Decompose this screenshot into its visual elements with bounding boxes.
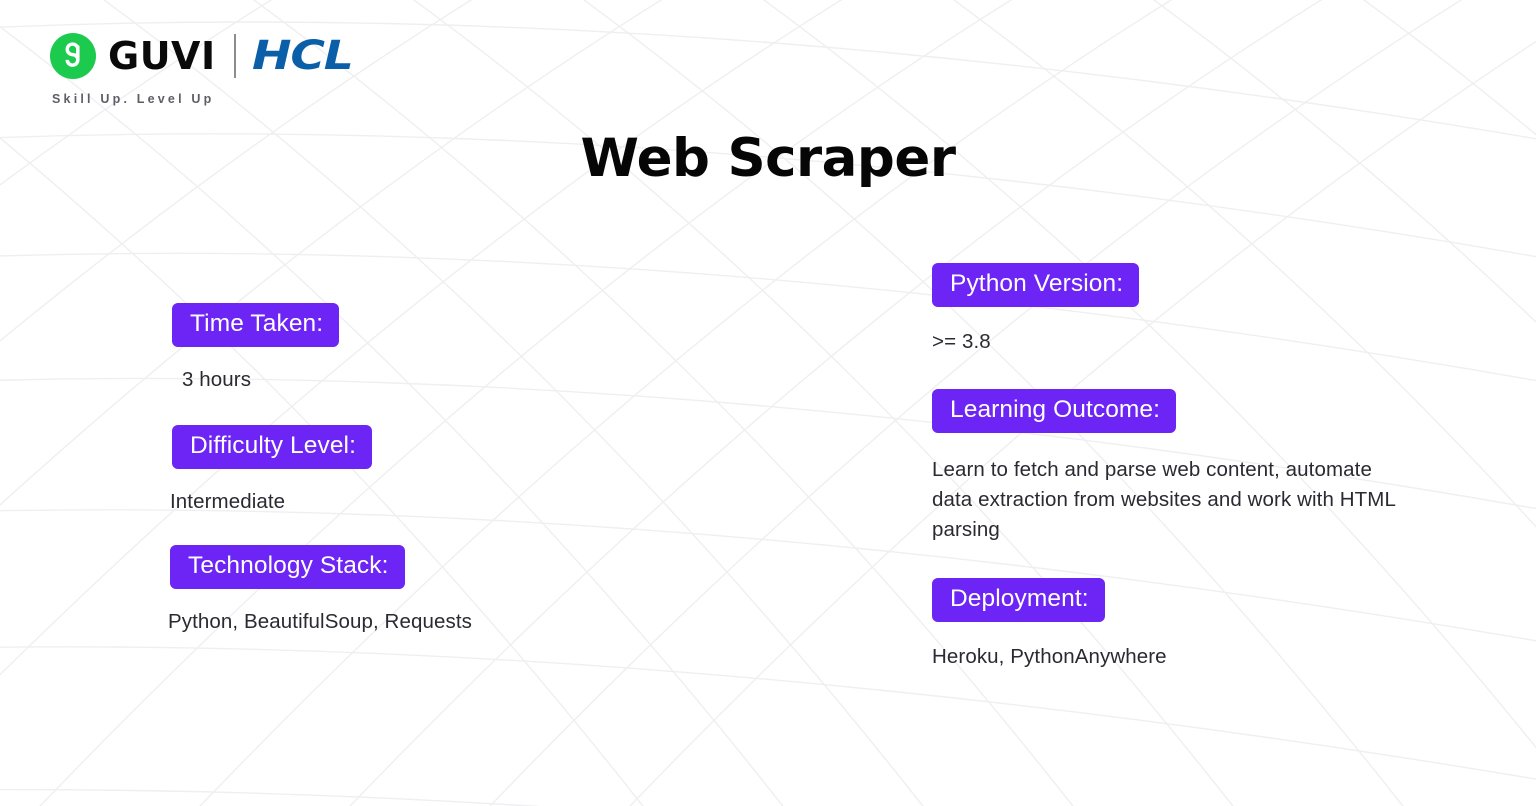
value-difficulty-level: Intermediate — [170, 490, 286, 514]
brand-logo-row: GUVI HCL — [50, 28, 353, 84]
brand-tagline: Skill Up. Level Up — [52, 92, 215, 106]
hcl-wordmark: HCL — [251, 33, 354, 79]
label-technology-stack: Technology Stack: — [170, 545, 405, 590]
guvi-wordmark: GUVI — [108, 34, 216, 78]
label-learning-outcome: Learning Outcome: — [932, 389, 1177, 434]
value-python-version: >= 3.8 — [932, 330, 991, 354]
field-technology-stack: Technology Stack: Python, BeautifulSoup,… — [168, 545, 472, 637]
page-title: Web Scraper — [580, 128, 956, 189]
label-python-version: Python Version: — [932, 263, 1140, 308]
brand-lockup: GUVI HCL Skill Up. Level Up — [50, 28, 353, 106]
label-difficulty-level: Difficulty Level: — [172, 425, 373, 470]
field-difficulty-level: Difficulty Level: Intermediate — [170, 425, 373, 517]
value-time-taken: 3 hours — [182, 368, 252, 392]
value-deployment: Heroku, PythonAnywhere — [932, 645, 1167, 669]
brand-divider — [233, 34, 236, 78]
field-time-taken: Time Taken: 3 hours — [172, 303, 340, 395]
field-learning-outcome: Learning Outcome: Learn to fetch and par… — [932, 389, 1402, 544]
label-deployment: Deployment: — [932, 578, 1105, 623]
guvi-g-mark-icon — [50, 33, 96, 79]
value-learning-outcome: Learn to fetch and parse web content, au… — [932, 458, 1396, 541]
value-technology-stack: Python, BeautifulSoup, Requests — [168, 610, 472, 634]
field-deployment: Deployment: Heroku, PythonAnywhere — [932, 578, 1167, 672]
field-python-version: Python Version: >= 3.8 — [932, 263, 1140, 357]
label-time-taken: Time Taken: — [172, 303, 340, 348]
